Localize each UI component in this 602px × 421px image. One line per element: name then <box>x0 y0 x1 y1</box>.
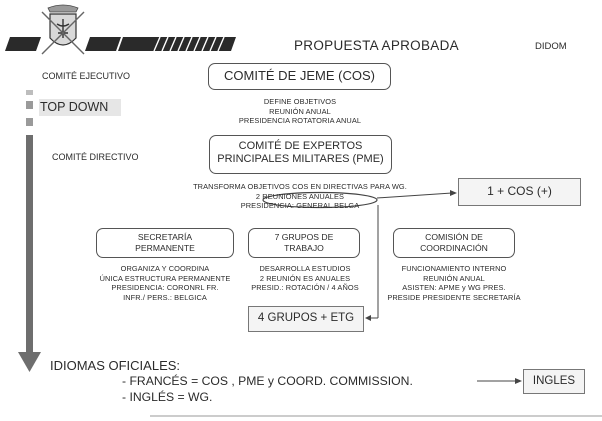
top-down-arrow-shaft <box>26 135 33 360</box>
secretaria-box: SECRETARÍA PERMANENTE <box>96 228 234 258</box>
side-box: 1 + COS (+) <box>458 178 581 206</box>
coordinacion-detail-line: ASISTEN: APME y WG PRES. <box>402 283 506 293</box>
coordinacion-details: FUNCIONAMIENTO INTERNO REUNIÓN ANUAL ASI… <box>374 264 534 302</box>
grupos-title-line: TRABAJO <box>284 243 324 253</box>
official-languages-english: - INGLÉS = WG. <box>122 390 213 404</box>
pme-detail-line: TRANSFORMA OBJETIVOS COS EN DIRECTIVAS P… <box>193 182 407 191</box>
cos-detail-line: DEFINE OBJETIVOS <box>263 97 337 106</box>
grupos-title-line: 7 GRUPOS DE <box>274 232 334 242</box>
cos-details: DEFINE OBJETIVOS REUNIÓN ANUAL PRESIDENC… <box>200 97 400 126</box>
coordinacion-box: COMISIÓN DE COORDINACIÓN <box>393 228 515 258</box>
cos-detail-line: REUNIÓN ANUAL <box>269 106 331 116</box>
rail-marker <box>26 118 33 126</box>
ingles-box: INGLES <box>523 369 585 394</box>
coordinacion-detail-line: REUNIÓN ANUAL <box>423 273 485 283</box>
pme-title-line: COMITÉ DE EXPERTOS <box>238 140 363 152</box>
pme-title-line: PRINCIPALES MILITARES (PME) <box>217 153 384 165</box>
header-stripe <box>85 37 121 51</box>
header-stripe-hatching <box>153 36 225 52</box>
grupos-detail-line: PRESID.: ROTACIÓN / 4 AÑOS <box>251 283 359 293</box>
secretaria-detail-line: PRESIDENCIA: CORONRL FR. <box>111 283 219 293</box>
rail-marker <box>26 101 33 109</box>
header-stripe <box>5 37 41 51</box>
pme-detail-line: 2 REUNIONES ANUALES <box>255 191 345 201</box>
crest-emblem <box>41 4 85 55</box>
ingles-label: INGLES <box>532 375 576 387</box>
slide-title: PROPUESTA APROBADA <box>294 38 459 53</box>
rail-marker <box>26 90 33 95</box>
arrow-to-side-box <box>376 192 453 199</box>
grupos-detail-line: 2 REUNIÓN ES ANUALES <box>259 273 351 283</box>
grupos-etg-label: 4 GRUPOS + ETG <box>257 312 355 324</box>
grupos-details: DESARROLLA ESTUDIOS 2 REUNIÓN ES ANUALES… <box>240 264 370 293</box>
grupos-etg-box: 4 GRUPOS + ETG <box>248 306 364 332</box>
official-languages-french: - FRANCÉS = COS , PME y COORD. COMMISSIO… <box>122 374 413 388</box>
secretaria-detail-line: ÚNICA ESTRUCTURA PERMANENTE <box>99 273 231 283</box>
secretaria-title-line: PERMANENTE <box>135 243 195 253</box>
secretaria-title-line: SECRETARÍA <box>137 232 193 242</box>
secretaria-detail-line: INFR./ PERS.: BELGICA <box>123 292 207 302</box>
cos-title: COMITÉ DE JEME (COS) <box>224 68 375 83</box>
grupos-box: 7 GRUPOS DE TRABAJO <box>248 228 360 258</box>
official-languages-heading: IDIOMAS OFICIALES: <box>50 358 181 373</box>
coordinacion-title-line: COMISIÓN DE <box>425 232 483 242</box>
pme-box: COMITÉ DE EXPERTOS PRINCIPALES MILITARES… <box>209 135 392 174</box>
pme-detail-line: PRESIDENCIA: GENERAL BELGA <box>240 201 360 211</box>
top-down-label: TOP DOWN <box>40 100 109 114</box>
secretaria-detail-line: ORGANIZA Y COORDINA <box>120 264 210 273</box>
arrow-head <box>365 315 371 321</box>
highlight-ellipse <box>262 191 378 209</box>
arrow-head <box>450 190 457 196</box>
secretaria-details: ORGANIZA Y COORDINA ÚNICA ESTRUCTURA PER… <box>80 264 250 302</box>
arrow-head <box>515 378 522 384</box>
top-down-band <box>39 99 121 116</box>
pme-details: TRANSFORMA OBJETIVOS COS EN DIRECTIVAS P… <box>160 182 440 211</box>
coordinacion-detail-line: FUNCIONAMIENTO INTERNO <box>401 264 507 273</box>
cos-detail-line: PRESIDENCIA ROTATORIA ANUAL <box>238 116 362 126</box>
cos-box: COMITÉ DE JEME (COS) <box>208 63 391 90</box>
grupos-detail-line: DESARROLLA ESTUDIOS <box>259 264 351 273</box>
coordinacion-title-line: COORDINACIÓN <box>420 243 488 253</box>
steering-committee-label: COMITÉ DIRECTIVO <box>52 152 139 162</box>
executive-committee-label: COMITÉ EJECUTIVO <box>42 71 131 81</box>
coordinacion-detail-line: PRESIDE PRESIDENTE SECRETARÍA <box>387 292 521 302</box>
side-box-label: 1 + COS (+) <box>487 184 552 198</box>
top-down-arrow-head <box>18 352 41 372</box>
org-label: DIDOM <box>535 41 567 52</box>
